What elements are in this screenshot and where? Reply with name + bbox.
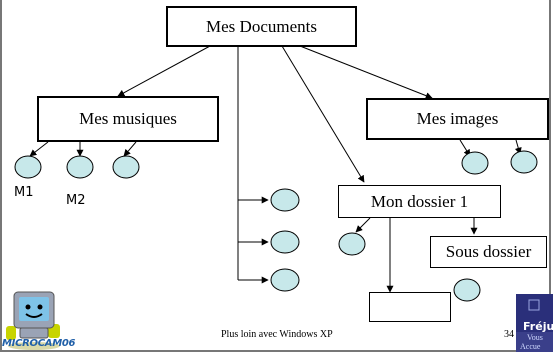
- arrow-root-to-music: [117, 45, 211, 97]
- node-doc-1: [270, 188, 300, 212]
- node-m2: [66, 155, 94, 179]
- images-node-label: Mes images: [416, 109, 499, 128]
- folder1-node-box: Mon dossier 1: [338, 185, 501, 218]
- music-node-box: Mes musiques: [37, 96, 219, 142]
- frejus-logo-sub2: Accue: [520, 342, 541, 351]
- arrow-folder1-node: [355, 217, 371, 233]
- node-m1: [14, 155, 42, 179]
- frejus-logo-sub1: Vous: [527, 333, 543, 342]
- empty-node-box: [369, 292, 451, 322]
- footer-caption: Plus loin avec Windows XP: [221, 329, 333, 340]
- node-folder-item-2: [453, 278, 481, 302]
- microcam-logo-text: MICROCAM06: [2, 338, 76, 349]
- images-node-box: Mes images: [366, 98, 549, 140]
- node-image-2: [510, 150, 538, 174]
- folder1-node-label: Mon dossier 1: [370, 191, 469, 211]
- node-doc-3: [270, 268, 300, 292]
- node-m3: [112, 155, 140, 179]
- m1-label: M1: [14, 185, 34, 200]
- arrow-root-to-images: [299, 45, 433, 99]
- page-number: 34: [504, 329, 514, 340]
- arrow-music-m1: [29, 141, 49, 157]
- m2-label: M2: [66, 193, 86, 208]
- node-doc-2: [270, 230, 300, 254]
- subfolder-node-box: Sous dossier: [430, 236, 547, 268]
- arrow-root-to-folder1: [281, 45, 365, 183]
- microcam-logo-icon: [6, 291, 60, 350]
- root-node-box: Mes Documents: [166, 6, 357, 47]
- frejus-logo-icon: [516, 294, 553, 352]
- music-node-label: Mes musiques: [79, 109, 177, 128]
- node-folder-item: [338, 232, 366, 256]
- arrow-music-m3: [123, 141, 137, 157]
- frejus-logo-title: Fréju: [523, 320, 553, 333]
- node-image-1: [461, 151, 489, 175]
- root-node-label: Mes Documents: [206, 16, 317, 36]
- subfolder-node-label: Sous dossier: [445, 242, 532, 261]
